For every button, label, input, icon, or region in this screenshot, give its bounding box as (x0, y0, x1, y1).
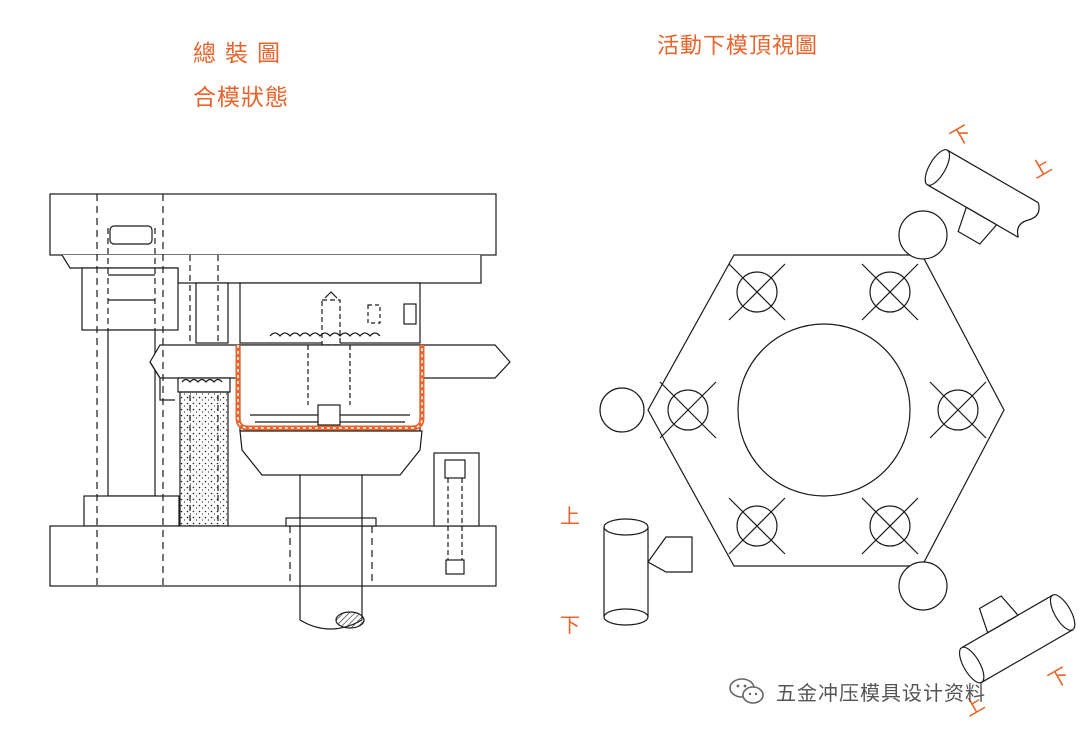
watermark: 五金冲压模具设计资料 (728, 676, 986, 706)
guide-bolt-head (81, 267, 179, 331)
mark-left-down: 下 (560, 613, 580, 637)
watermark-text: 五金冲压模具设计资料 (776, 680, 986, 705)
section-shaft-bottom-right (958, 594, 1076, 684)
lower-ejector (179, 391, 229, 527)
bolt-holes (659, 263, 987, 555)
lower-die-top-view-title: 活動下模頂視圖 (657, 34, 819, 59)
assembly-section (49, 193, 511, 630)
center-bore (737, 323, 911, 497)
closed-state-subtitle: 合模狀態 (193, 85, 289, 111)
mark-left-up: 上 (560, 504, 580, 528)
upper-die-plate (49, 193, 497, 256)
section-shaft-top-right (924, 149, 1040, 245)
section-shaft-left (603, 518, 693, 626)
punch-cone (239, 430, 423, 476)
locator-pin-bottom-right (898, 561, 948, 611)
guide-post-base (83, 495, 180, 527)
lower-die-plate (49, 525, 497, 587)
guide-post (107, 329, 156, 497)
locator-pin-top-right (898, 210, 948, 260)
wechat-icon (729, 678, 764, 704)
assembly-title: 總裝圖 (193, 41, 289, 67)
ejector-rod (299, 475, 363, 620)
locator-pin-left (599, 387, 645, 433)
rod-end-section (335, 611, 365, 629)
stripper-column (195, 282, 229, 344)
lower-die-top-view (599, 149, 1076, 684)
